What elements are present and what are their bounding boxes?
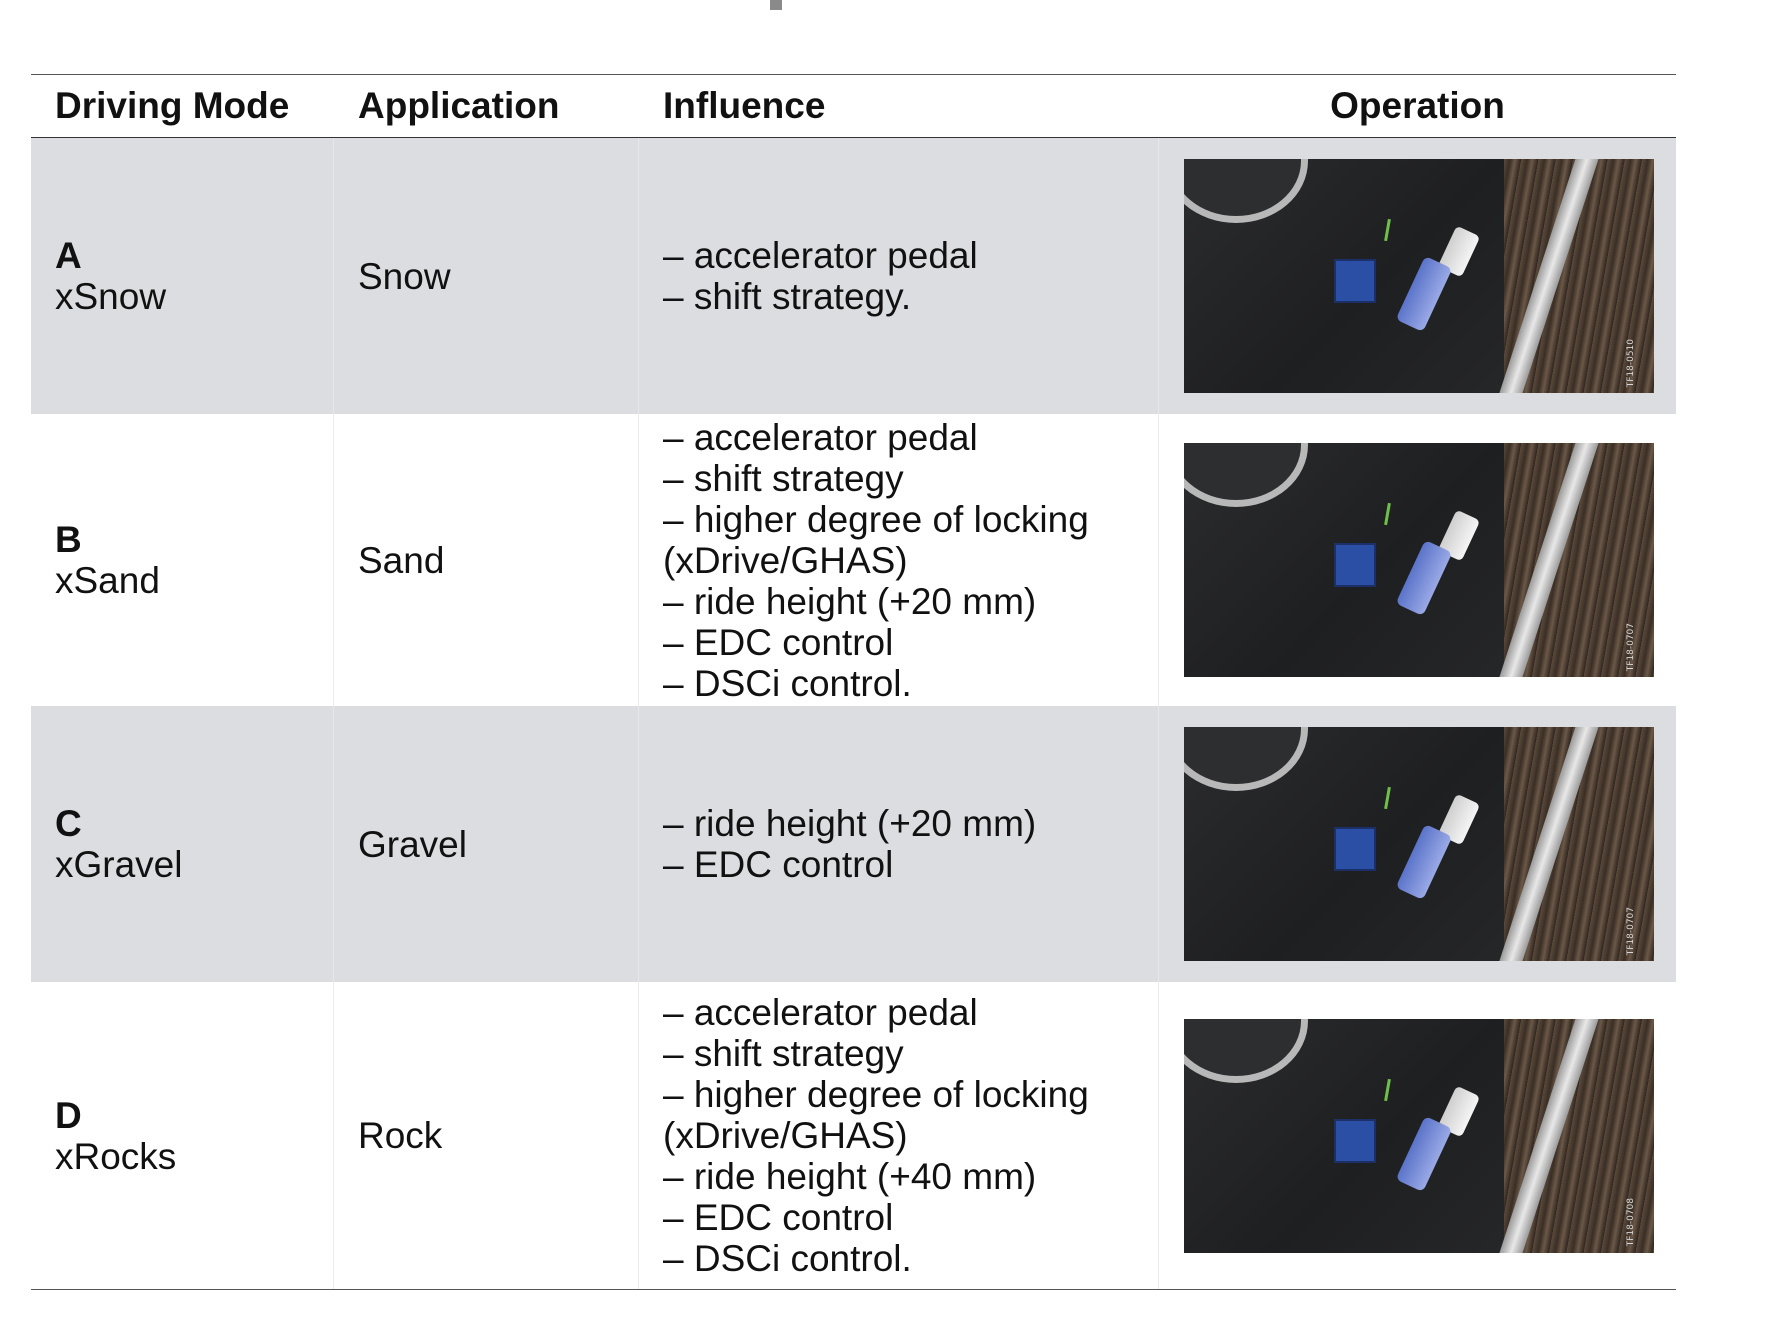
influence-item: – higher degree of locking (663, 1074, 1089, 1115)
header-driving-mode: Driving Mode (55, 85, 290, 126)
driving-mode-cell: C xGravel (31, 706, 334, 982)
influence-item: – ride height (+40 mm) (663, 1156, 1037, 1197)
xoffroad-button-icon (1334, 1118, 1376, 1163)
table-header: Driving Mode Application Influence Opera… (31, 75, 1676, 138)
application-text: Gravel (358, 823, 467, 865)
influence-cell: – accelerator pedal – shift strategy – h… (639, 414, 1159, 706)
influence-item: – ride height (+20 mm) (663, 803, 1037, 844)
image-code: TF18-0707 (1626, 622, 1636, 671)
controller-knob (1184, 727, 1308, 791)
xoffroad-button-icon (1334, 259, 1376, 303)
table-row: C xGravel Gravel – ride height (+20 mm) … (31, 706, 1676, 982)
mode-letter: D (55, 1094, 82, 1136)
selector-lever (1395, 539, 1453, 617)
influence-item: – ride height (+20 mm) (663, 580, 1037, 622)
image-code: TF18-0707 (1626, 906, 1636, 955)
center-console-photo: TF18-0707 (1184, 443, 1654, 677)
center-console-photo: TF18-0510 (1184, 159, 1654, 393)
selector-lever (1395, 823, 1453, 901)
controller-knob (1184, 159, 1308, 223)
application-cell: Rock (334, 982, 639, 1289)
influence-item: – shift strategy (663, 457, 904, 499)
mode-letter: B (55, 519, 82, 560)
selector-lever (1395, 1115, 1453, 1192)
application-text: Rock (358, 1115, 443, 1156)
influence-list: – accelerator pedal – shift strategy – h… (663, 992, 1158, 1279)
mode-name: xGravel (55, 844, 183, 885)
mode-letter: C (55, 803, 82, 844)
influence-item: (xDrive/GHAS) (663, 1115, 908, 1156)
mode-name: xRocks (55, 1135, 177, 1177)
operation-cell: TF18-0510 (1159, 138, 1676, 414)
page-header-fragment (770, 0, 782, 10)
mode-name: xSand (55, 560, 160, 601)
influence-item: – shift strategy (663, 1033, 904, 1074)
influence-item: – DSCi control. (663, 662, 912, 704)
table-row: B xSand Sand – accelerator pedal – shift… (31, 414, 1676, 706)
influence-item: – EDC control (663, 621, 894, 663)
influence-item: – EDC control (663, 1197, 894, 1238)
application-cell: Sand (334, 414, 639, 706)
driving-mode-cell: D xRocks (31, 982, 334, 1289)
header-influence: Influence (663, 85, 826, 126)
influence-list: – accelerator pedal – shift strategy. (663, 235, 1158, 317)
center-console-photo: TF18-0707 (1184, 727, 1654, 961)
controller-knob (1184, 443, 1308, 507)
xoffroad-button-icon (1334, 827, 1376, 871)
influence-cell: – accelerator pedal – shift strategy. (639, 138, 1159, 414)
driving-mode-cell: B xSand (31, 414, 334, 706)
table-row: A xSnow Snow – accelerator pedal – shift… (31, 138, 1676, 414)
influence-item: – DSCi control. (663, 1238, 912, 1279)
image-code: TF18-0510 (1626, 338, 1636, 387)
indicator-light (1384, 1078, 1391, 1101)
application-cell: Gravel (334, 706, 639, 982)
influence-cell: – accelerator pedal – shift strategy – h… (639, 982, 1159, 1289)
driving-mode-cell: A xSnow (31, 138, 334, 414)
indicator-light (1384, 502, 1391, 526)
mode-name: xSnow (55, 276, 167, 317)
image-code: TF18-0708 (1626, 1198, 1636, 1247)
influence-item: – EDC control (663, 844, 894, 885)
center-console-photo: TF18-0708 (1184, 1018, 1654, 1253)
application-cell: Snow (334, 138, 639, 414)
header-operation: Operation (1330, 85, 1505, 126)
influence-cell: – ride height (+20 mm) – EDC control (639, 706, 1159, 982)
operation-cell: TF18-0707 (1159, 414, 1676, 706)
influence-item: (xDrive/GHAS) (663, 539, 908, 581)
influence-list: – ride height (+20 mm) – EDC control (663, 803, 1158, 885)
influence-list: – accelerator pedal – shift strategy – h… (663, 417, 1158, 704)
indicator-light (1384, 218, 1391, 242)
operation-cell: TF18-0708 (1159, 982, 1676, 1289)
influence-item: – shift strategy. (663, 276, 912, 317)
table-row: D xRocks Rock – accelerator pedal – shif… (31, 982, 1676, 1290)
indicator-light (1384, 786, 1391, 810)
controller-knob (1184, 1018, 1308, 1083)
xoffroad-button-icon (1334, 543, 1376, 587)
influence-item: – higher degree of locking (663, 498, 1089, 540)
operation-cell: TF18-0707 (1159, 706, 1676, 982)
influence-item: – accelerator pedal (663, 416, 978, 458)
selector-lever (1395, 255, 1453, 333)
mode-letter: A (55, 235, 82, 276)
application-text: Sand (358, 539, 445, 581)
application-text: Snow (358, 255, 451, 297)
driving-modes-table: Driving Mode Application Influence Opera… (31, 74, 1676, 1290)
header-application: Application (358, 85, 560, 126)
influence-item: – accelerator pedal (663, 235, 978, 276)
influence-item: – accelerator pedal (663, 992, 978, 1033)
